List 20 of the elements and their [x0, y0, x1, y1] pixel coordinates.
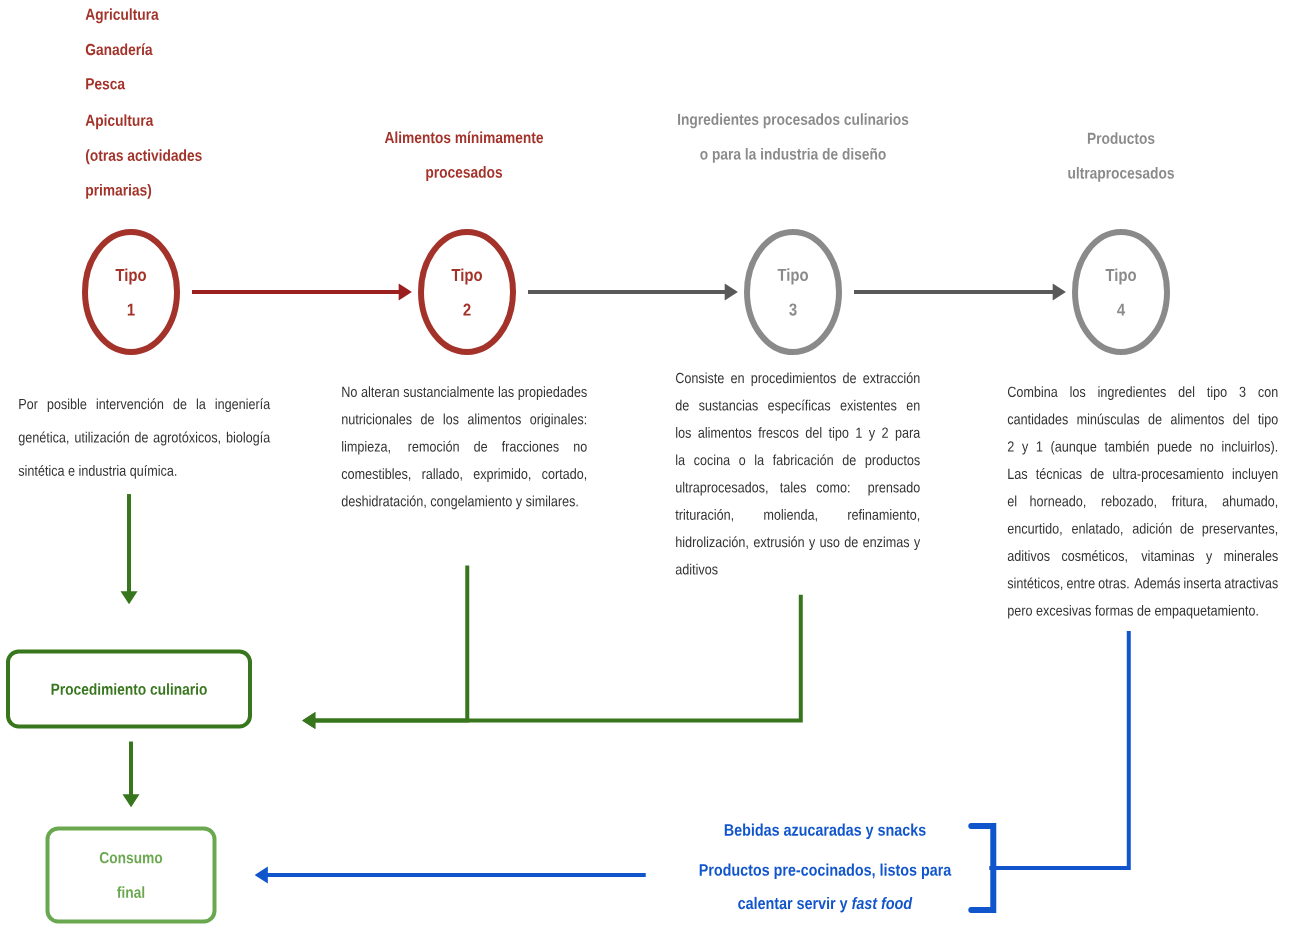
heading-text: Alimentos mínimamente procesados	[384, 131, 544, 181]
description-text: Combina los ingredientes del tipo 3 con cantidades minúsculas de alimentos del tipo 2 y 1 (aunque también puede no incluirlos). Las técnicas de ultra-procesamiento incluyen el horneado, rebozado, fritura, ahumado, encurtido, enlatado, adición de preservantes, aditivos cosméticos, vitaminas y minerales sintéticos, entre otras. Además inserta atractivas pero excesivas formas de empaquetamiento.	[1007, 386, 1278, 619]
heading-text: Ganadería	[85, 43, 153, 56]
heading-text: Pesca	[86, 78, 126, 90]
connector-line	[989, 630, 1131, 870]
process-box: Procedimiento culinario	[6, 649, 252, 729]
heading-text: Agricultura	[85, 8, 159, 24]
heading-text: Productos ultraprocesados	[1068, 132, 1174, 182]
circle-node: Tipo 2	[418, 229, 516, 355]
description-text: Por posible intervención de la ingeniería genética, utilización de agrotóxicos, biología sintética e industria química.	[18, 398, 271, 479]
circle-node: Tipo 3	[744, 229, 842, 355]
circle-node: Tipo 1	[82, 229, 180, 355]
process-box: Consumo final	[45, 826, 217, 924]
description-text: No alteran sustancialmente las propiedades nutricionales de los alimentos originales: limpieza, remoción de fracciones no comestibles, rallado, exprimido, cortado, deshidratación, congelamiento y similares.	[341, 386, 587, 510]
heading-text: (otras actividades primarias)	[85, 149, 202, 199]
heading-text: Ingredientes procesados culinarios o para la industria de diseño	[678, 113, 909, 163]
category-text: Bebidas azucaradas y snacks Productos pre-cocinados, listos para calentar servir y fast food	[699, 823, 952, 913]
heading-text: Apicultura	[85, 114, 154, 130]
circle-node: Tipo 4	[1072, 229, 1170, 355]
description-text: Consiste en procedimientos de extracción de sustancias específicas existentes en los alimentos frescos del tipo 1 y 2 para la cocina o la fabricación de productos ultraprocesados, tales como: prensado trituración, molienda, refinamiento, hidrolización, extrusión y uso de enzimas y aditivos	[675, 372, 921, 575]
